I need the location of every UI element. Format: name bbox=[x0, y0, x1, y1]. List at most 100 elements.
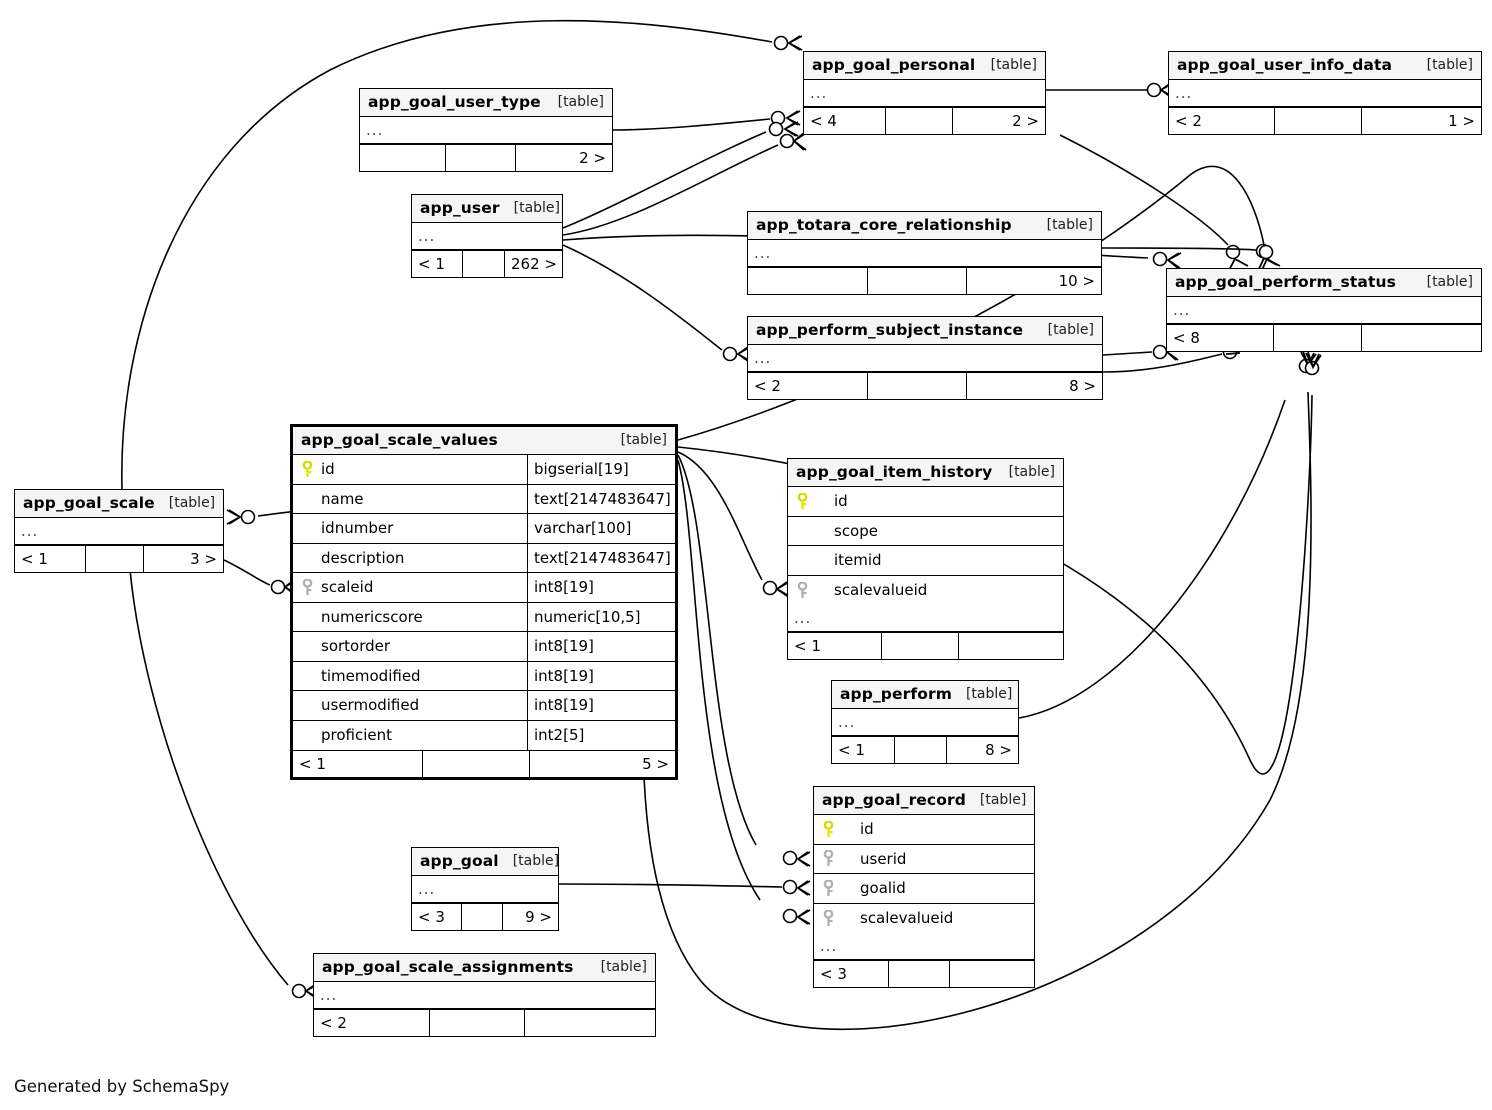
table-footer: < 2 bbox=[314, 1009, 655, 1036]
edge-goal-user-type-to-goal-personal bbox=[612, 110, 801, 131]
column-name: goalid bbox=[860, 879, 906, 898]
column-list: id bigserial[19] name text[2147483647] i… bbox=[293, 455, 675, 750]
table-header: app_goal [table] bbox=[412, 848, 559, 876]
footer-middle bbox=[868, 268, 967, 294]
column-row-idnumber[interactable]: idnumber varchar[100] bbox=[293, 514, 675, 544]
footer-children: 2 > bbox=[579, 149, 606, 167]
column-row-usermodified[interactable]: usermodified int8[19] bbox=[293, 691, 675, 721]
columns-ellipsis: ... bbox=[360, 117, 612, 144]
table-app-goal-record[interactable]: app_goal_record [table] id userid bbox=[813, 786, 1035, 988]
foreign-key-icon bbox=[299, 578, 315, 596]
column-type: bigserial[19] bbox=[527, 455, 675, 484]
footer-parents: < 1 bbox=[832, 737, 896, 763]
table-header: app_goal_scale [table] bbox=[15, 490, 223, 518]
columns-ellipsis: ... bbox=[804, 80, 1045, 107]
edge-goal-scale-values-to-goal-item-history bbox=[677, 451, 790, 597]
column-name: sortorder bbox=[321, 637, 391, 656]
footer-middle bbox=[889, 961, 951, 987]
column-row-scalevalueid[interactable]: scalevalueid bbox=[788, 576, 1063, 606]
table-app-goal-scale-values[interactable]: app_goal_scale_values [table] id bigseri… bbox=[290, 424, 678, 780]
table-app-goal-scale-assignments[interactable]: app_goal_scale_assignments [table] ... <… bbox=[313, 953, 656, 1037]
column-row-userid[interactable]: userid bbox=[814, 845, 1034, 874]
column-row-scaleid[interactable]: scaleid int8[19] bbox=[293, 573, 675, 603]
footer-parents: < 8 bbox=[1167, 325, 1274, 351]
table-kind-label: [table] bbox=[990, 57, 1037, 73]
footer-middle bbox=[423, 751, 530, 777]
column-name: scaleid bbox=[321, 578, 374, 597]
column-row-itemid[interactable]: itemid bbox=[788, 546, 1063, 576]
table-app-goal[interactable]: app_goal [table] ... < 3 9 > bbox=[411, 847, 559, 931]
columns-ellipsis: ... bbox=[1167, 297, 1481, 324]
primary-key-icon bbox=[299, 460, 315, 478]
column-row-name[interactable]: name text[2147483647] bbox=[293, 484, 675, 514]
table-kind-label: [table] bbox=[1046, 217, 1093, 233]
footer-children bbox=[525, 1010, 655, 1036]
column-name-cell: scalevalueid bbox=[814, 909, 1034, 927]
footer-children: 1 > bbox=[1448, 112, 1475, 130]
column-name-cell: timemodified bbox=[293, 667, 527, 685]
column-row-sortorder[interactable]: sortorder int8[19] bbox=[293, 632, 675, 662]
columns-ellipsis: ... bbox=[412, 876, 558, 903]
footer-parents: < 1 bbox=[412, 251, 463, 277]
table-app-totara-core-relationship[interactable]: app_totara_core_relationship [table] ...… bbox=[747, 211, 1102, 295]
footer-children bbox=[950, 961, 1034, 987]
table-app-goal-user-type[interactable]: app_goal_user_type [table] ... 2 > bbox=[359, 88, 613, 172]
table-title: app_goal bbox=[420, 852, 499, 870]
column-row-proficient[interactable]: proficient int2[5] bbox=[293, 720, 675, 750]
table-title: app_perform bbox=[840, 685, 952, 703]
edge-goal-to-goal-record bbox=[558, 879, 811, 896]
column-row-scope[interactable]: scope bbox=[788, 517, 1063, 546]
table-header: app_goal_perform_status [table] bbox=[1167, 269, 1481, 297]
table-header: app_perform [table] bbox=[832, 681, 1018, 709]
footer-children: 8 > bbox=[985, 741, 1012, 759]
table-app-goal-scale[interactable]: app_goal_scale [table] ... < 1 3 > bbox=[14, 489, 224, 573]
column-name: id bbox=[834, 492, 848, 511]
table-app-goal-personal[interactable]: app_goal_personal [table] ... < 4 2 > bbox=[803, 51, 1046, 135]
table-title: app_goal_item_history bbox=[796, 463, 993, 481]
column-row-id[interactable]: id bbox=[814, 815, 1034, 845]
column-name-cell: description bbox=[293, 549, 527, 567]
footer-middle bbox=[446, 145, 517, 171]
column-name: name bbox=[321, 489, 364, 508]
table-title: app_goal_personal bbox=[812, 56, 976, 74]
table-header: app_user [table] bbox=[412, 195, 562, 223]
column-name-cell: usermodified bbox=[293, 696, 527, 714]
footer-middle bbox=[463, 251, 505, 277]
table-app-user[interactable]: app_user [table] ... < 1 262 > bbox=[411, 194, 563, 278]
column-row-id[interactable]: id bbox=[788, 487, 1063, 517]
table-header: app_goal_scale_values [table] bbox=[293, 427, 675, 455]
footer-parents: < 2 bbox=[1169, 108, 1276, 134]
table-app-goal-item-history[interactable]: app_goal_item_history [table] id scope bbox=[787, 458, 1064, 660]
columns-ellipsis: ... bbox=[748, 345, 1102, 372]
column-name-cell: scaleid bbox=[293, 578, 527, 596]
table-kind-label: [table] bbox=[168, 495, 216, 511]
table-footer: < 1 5 > bbox=[293, 750, 675, 777]
column-name-cell: name bbox=[293, 490, 527, 508]
column-row-timemodified[interactable]: timemodified int8[19] bbox=[293, 661, 675, 691]
footer-children: 2 > bbox=[1012, 112, 1039, 130]
column-row-id[interactable]: id bigserial[19] bbox=[293, 455, 675, 485]
table-kind-label: [table] bbox=[1008, 464, 1055, 480]
column-row-goalid[interactable]: goalid bbox=[814, 874, 1034, 904]
column-name-cell: goalid bbox=[814, 879, 1034, 897]
foreign-key-icon bbox=[820, 909, 836, 927]
table-header: app_goal_personal [table] bbox=[804, 52, 1045, 80]
table-app-goal-perform-status[interactable]: app_goal_perform_status [table] ... < 8 bbox=[1166, 268, 1482, 352]
columns-ellipsis: ... bbox=[814, 933, 1034, 960]
column-name-cell: proficient bbox=[293, 726, 527, 744]
table-app-goal-user-info-data[interactable]: app_goal_user_info_data [table] ... < 2 … bbox=[1168, 51, 1482, 135]
column-row-numericscore[interactable]: numericscore numeric[10,5] bbox=[293, 602, 675, 632]
column-name-cell: id bbox=[293, 460, 527, 478]
column-row-description[interactable]: description text[2147483647] bbox=[293, 543, 675, 573]
column-row-scalevalueid[interactable]: scalevalueid bbox=[814, 904, 1034, 934]
table-app-perform-subject-instance[interactable]: app_perform_subject_instance [table] ...… bbox=[747, 316, 1103, 400]
column-name-cell: id bbox=[814, 820, 1034, 838]
footer-middle bbox=[86, 546, 144, 572]
column-name-cell: sortorder bbox=[293, 637, 527, 655]
table-kind-label: [table] bbox=[1426, 274, 1473, 290]
column-name: description bbox=[321, 548, 405, 567]
table-app-perform[interactable]: app_perform [table] ... < 1 8 > bbox=[831, 680, 1019, 764]
column-name: proficient bbox=[321, 726, 393, 745]
footer-parents bbox=[360, 145, 446, 171]
